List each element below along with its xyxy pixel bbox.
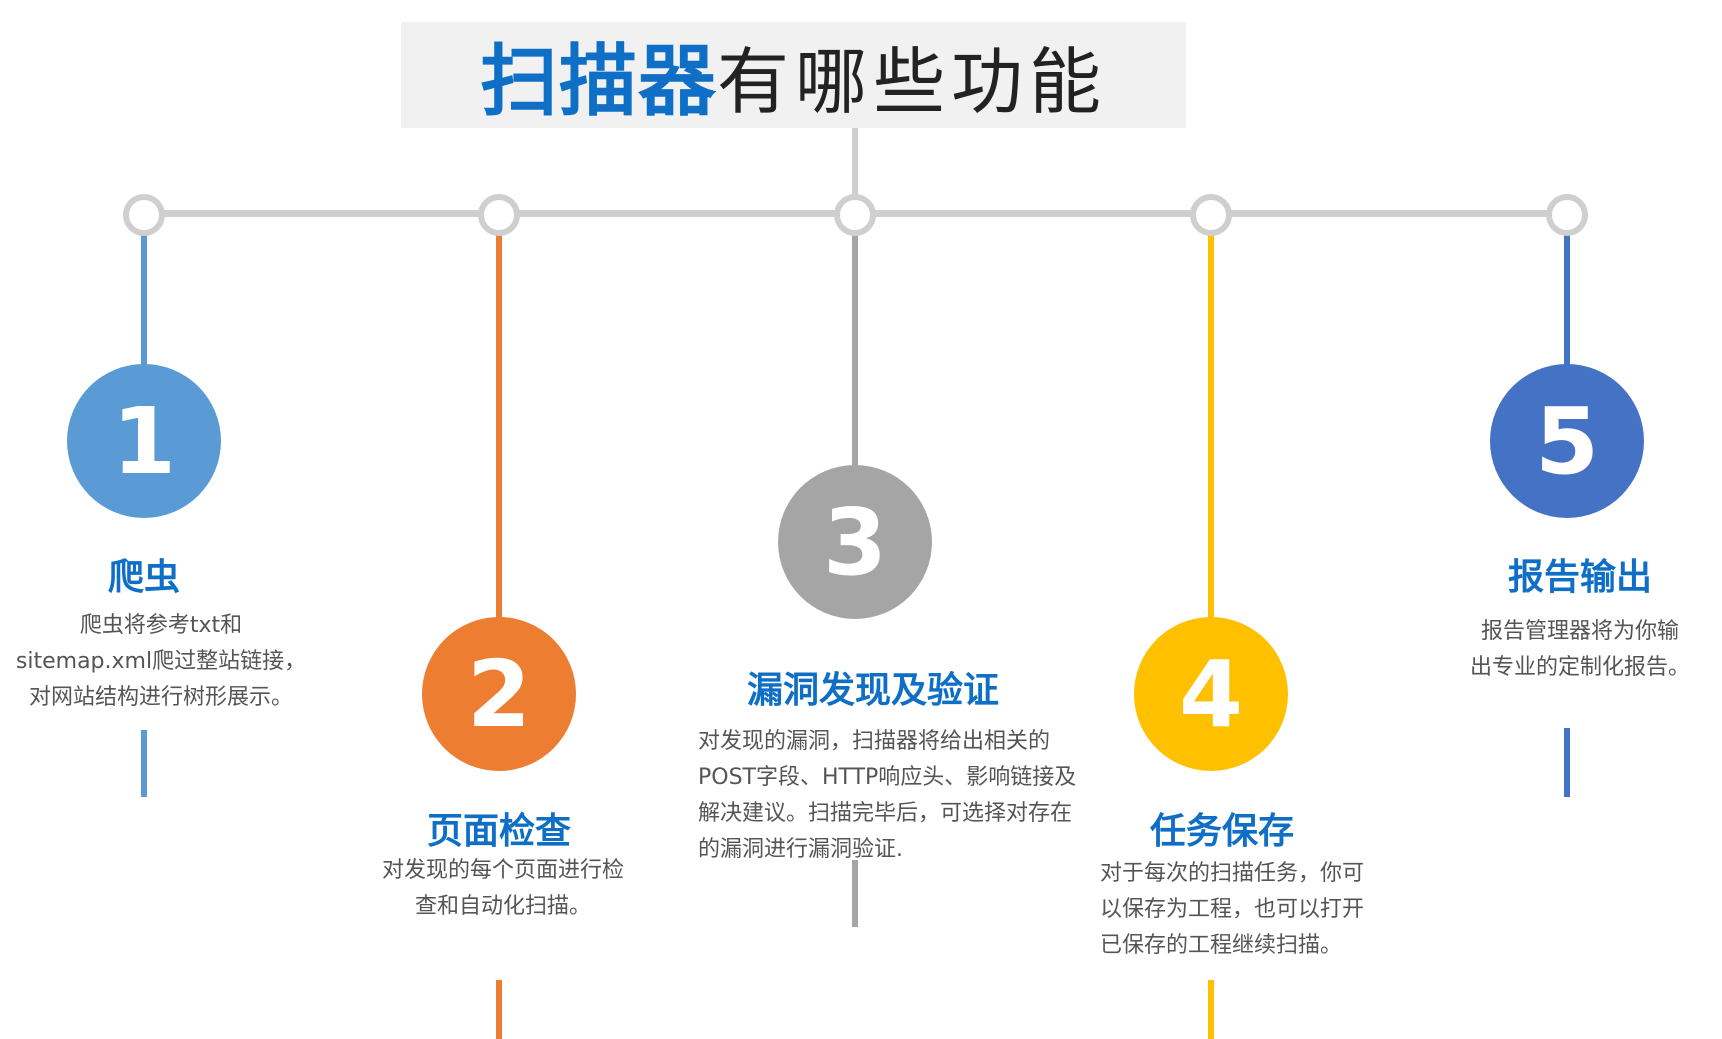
step-circle-3: 3: [778, 465, 932, 619]
description-line: 的漏洞进行漏洞验证.: [698, 837, 903, 862]
step-description-4: 对于每次的扫描任务，你可 以保存为工程，也可以打开 已保存的工程继续扫描。: [1100, 856, 1364, 964]
title-accent: 扫描器: [479, 37, 717, 127]
step-heading-1: 爬虫: [107, 557, 181, 598]
timeline-node-5: [1546, 194, 1588, 236]
step-heading-4: 任务保存: [1149, 811, 1295, 852]
timeline-node-1: [123, 194, 165, 236]
step-circle-1: 1: [67, 364, 221, 518]
description-line: 爬虫将参考txt和: [79, 613, 243, 638]
step-description-3: 对发现的漏洞，扫描器将给出相关的 POST字段、HTTP响应头、影响链接及 解决…: [698, 724, 1076, 868]
step-heading-3: 漏洞发现及验证: [746, 670, 1000, 711]
description-line: 解决建议。扫描完毕后，可选择对存在: [698, 801, 1073, 826]
bottom-mark-2: [496, 980, 502, 1039]
timeline-node-3: [834, 194, 876, 236]
title-connector: [852, 128, 858, 215]
timeline-node-4: [1190, 194, 1232, 236]
description-line: 对网站结构进行树形展示。: [28, 685, 294, 710]
step-heading-5: 报告输出: [1507, 557, 1653, 598]
title-banner: 扫描器 有哪些功能: [401, 22, 1186, 128]
bottom-mark-4: [1208, 980, 1214, 1039]
title-rest: 有哪些功能: [717, 39, 1108, 124]
step-description-1: 爬虫将参考txt和 sitemap.xml爬过整站链接， 对网站结构进行树形展示…: [16, 608, 306, 716]
stem-5: [1564, 232, 1570, 367]
bottom-mark-3: [852, 860, 858, 927]
step-description-5: 报告管理器将为你输 出专业的定制化报告。: [1470, 614, 1690, 686]
step-circle-5: 5: [1490, 364, 1644, 518]
description-line: 对发现的每个页面进行检: [381, 858, 625, 883]
stem-4: [1208, 232, 1214, 620]
description-line: 以保存为工程，也可以打开: [1100, 897, 1365, 922]
description-line: sitemap.xml爬过整站链接，: [15, 649, 307, 674]
description-line: 对于每次的扫描任务，你可: [1100, 861, 1365, 886]
step-description-2: 对发现的每个页面进行检 查和自动化扫描。: [382, 853, 624, 925]
bottom-mark-5: [1564, 728, 1570, 797]
timeline-node-2: [478, 194, 520, 236]
stem-1: [141, 232, 147, 367]
stem-2: [496, 232, 502, 620]
stem-3: [852, 232, 858, 466]
bottom-mark-1: [141, 730, 147, 797]
description-line: 出专业的定制化报告。: [1469, 655, 1691, 680]
description-line: 查和自动化扫描。: [414, 894, 592, 919]
description-line: 对发现的漏洞，扫描器将给出相关的: [698, 729, 1051, 754]
step-circle-2: 2: [422, 617, 576, 771]
step-circle-4: 4: [1134, 617, 1288, 771]
step-heading-2: 页面检查: [426, 811, 572, 852]
description-line: 报告管理器将为你输: [1480, 619, 1680, 644]
description-line: 已保存的工程继续扫描。: [1100, 933, 1343, 958]
description-line: POST字段、HTTP响应头、影响链接及: [698, 765, 1077, 790]
